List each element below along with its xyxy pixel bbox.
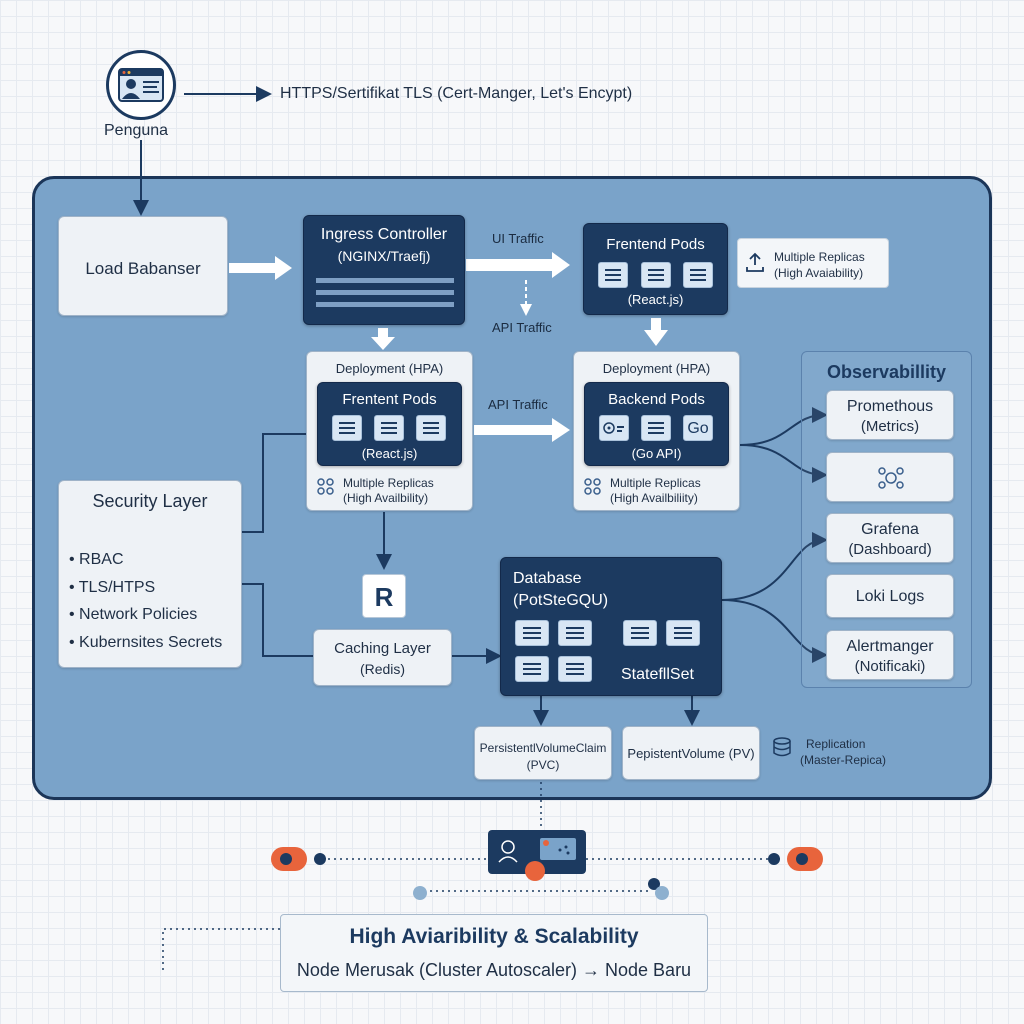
prometheus-line1: Promethous — [846, 398, 934, 415]
alertmanager-line1: Alertmanger — [846, 638, 934, 655]
upload-icon — [746, 252, 764, 272]
prometheus-box[interactable]: Promethous (Metrics) — [826, 390, 954, 440]
user-icon — [106, 50, 176, 120]
pvc-line2: (PVC) — [526, 758, 560, 772]
security-item-label: Network Policies — [79, 606, 198, 623]
pvc-box[interactable]: PersistentlVolumeClaim (PVC) — [474, 726, 612, 780]
db-icon — [623, 620, 657, 646]
grafana-line2: (Dashboard) — [848, 541, 932, 558]
ingress-bar — [316, 302, 454, 307]
replicas-icon — [317, 478, 334, 495]
ingress-subtitle: (NGINX/Traefj) — [337, 248, 431, 264]
api-traffic-label: API Traffic — [488, 397, 548, 412]
db-icon — [558, 620, 592, 646]
replication-line2: (Master-Repica) — [800, 753, 887, 767]
pod-icon — [332, 415, 362, 441]
prometheus-line2: (Metrics) — [860, 418, 920, 435]
db-icon — [666, 620, 700, 646]
replicas-line2: (High Availbiliity) — [610, 491, 698, 505]
frontend-pods-subtitle: (React.js) — [627, 292, 684, 307]
replicas-note-line1: Multiple Replicas — [774, 250, 865, 264]
backend-pods-inner: Backend Pods Go (Go API) — [584, 382, 729, 466]
pod-icon — [683, 262, 713, 288]
gopher-icon — [599, 415, 629, 441]
security-item: • TLS/HTPS — [69, 579, 156, 596]
security-item: • RBAC — [69, 551, 124, 568]
security-item-label: RBAC — [79, 551, 124, 568]
db-icon — [558, 656, 592, 682]
cache-line2: (Redis) — [359, 661, 406, 677]
database-subtitle: (PotSteGQU) — [513, 592, 609, 609]
observability-title: Observabillity — [826, 362, 947, 382]
deployment-header: Deployment (HPA) — [602, 361, 711, 376]
security-layer-box[interactable]: Security Layer • RBAC • TLS/HTPS • Netwo… — [58, 480, 242, 668]
node-status-dot — [525, 861, 545, 881]
pod-icon — [416, 415, 446, 441]
pods-title: Backend Pods — [608, 391, 705, 408]
frontend-pods-box[interactable]: Frentend Pods (React.js) — [583, 223, 728, 315]
replicas-icon — [584, 478, 601, 495]
redis-icon: R — [362, 574, 406, 618]
ingress-bar — [316, 278, 454, 283]
replication-line1: Replication — [806, 737, 866, 751]
ha-subtitle: Node Merusak (Cluster Autoscaler) → Node… — [296, 960, 692, 980]
grafana-box[interactable]: Grafena (Dashboard) — [826, 513, 954, 563]
replicas-note: Multiple Replicas (High Avaiability) — [737, 238, 889, 288]
deployment-backend-box[interactable]: Deployment (HPA) Backend Pods Go (Go API… — [573, 351, 740, 511]
db-icon — [515, 656, 549, 682]
security-item-label: TLS/HTPS — [78, 579, 156, 596]
tls-label: HTTPS/Sertifikat TLS (Cert-Manger, Let's… — [280, 85, 633, 102]
replicas-line1: Multiple Replicas — [343, 476, 434, 490]
load-balancer-box[interactable]: Load Babanser — [58, 216, 228, 316]
cache-line1: Caching Layer — [334, 640, 431, 657]
replicas-line1: Multiple Replicas — [610, 476, 701, 490]
frontend-pods-inner: Frentent Pods (React.js) — [317, 382, 462, 466]
api-traffic-label: API Traffic — [492, 320, 552, 335]
security-title: Security Layer — [92, 491, 208, 511]
database-box[interactable]: Database (PotSteGQU) StatefllSet — [500, 557, 722, 696]
loki-label: Loki Logs — [855, 588, 925, 605]
loki-box[interactable]: Loki Logs — [826, 574, 954, 618]
deployment-frontend-box[interactable]: Deployment (HPA) Frentent Pods (React.js… — [306, 351, 473, 511]
pods-subtitle: (Go API) — [631, 446, 682, 461]
alertmanager-line2: (Notificaki) — [854, 658, 926, 675]
pod-icon — [641, 262, 671, 288]
network-box[interactable] — [826, 452, 954, 502]
pv-label: PepistentVolume (PV) — [627, 746, 755, 761]
security-item-label: Kubernsites Secrets — [79, 634, 223, 651]
network-icon — [878, 467, 904, 489]
user-label: Penguna — [104, 122, 169, 139]
security-item: • Network Policies — [69, 606, 198, 623]
database-title: Database — [513, 570, 582, 587]
db-icon — [515, 620, 549, 646]
high-availability-box: High Aviaribility & Scalability Node Mer… — [280, 914, 708, 992]
grafana-line1: Grafena — [861, 521, 919, 538]
deployment-header: Deployment (HPA) — [335, 361, 444, 376]
alertmanager-box[interactable]: Alertmanger (Notificaki) — [826, 630, 954, 680]
pods-subtitle: (React.js) — [361, 446, 418, 461]
replicas-line2: (High Availbility) — [343, 491, 429, 505]
statefulset-label: StatefllSet — [621, 666, 694, 683]
load-balancer-label: Load Babanser — [85, 259, 201, 278]
ingress-title: Ingress Controller — [320, 226, 448, 243]
ingress-controller-box[interactable]: Ingress Controller (NGINX/Traefj) — [303, 215, 465, 325]
pod-icon — [374, 415, 404, 441]
ingress-bar — [316, 290, 454, 295]
replicas-note-line2: (High Avaiability) — [774, 266, 864, 280]
go-icon: Go — [683, 415, 713, 441]
pv-box[interactable]: PepistentVolume (PV) — [622, 726, 760, 780]
pvc-line1: PersistentlVolumeClaim — [479, 741, 607, 755]
ui-traffic-label: UI Traffic — [492, 231, 544, 246]
pod-icon — [598, 262, 628, 288]
caching-layer-box[interactable]: Caching Layer (Redis) — [313, 629, 452, 686]
security-item: • Kubernsites Secrets — [69, 634, 223, 651]
frontend-pods-title: Frentend Pods — [606, 236, 705, 253]
ha-title: High Aviaribility & Scalability — [349, 925, 639, 948]
pods-title: Frentent Pods — [342, 391, 437, 408]
pod-icon — [641, 415, 671, 441]
database-icon — [773, 737, 791, 757]
